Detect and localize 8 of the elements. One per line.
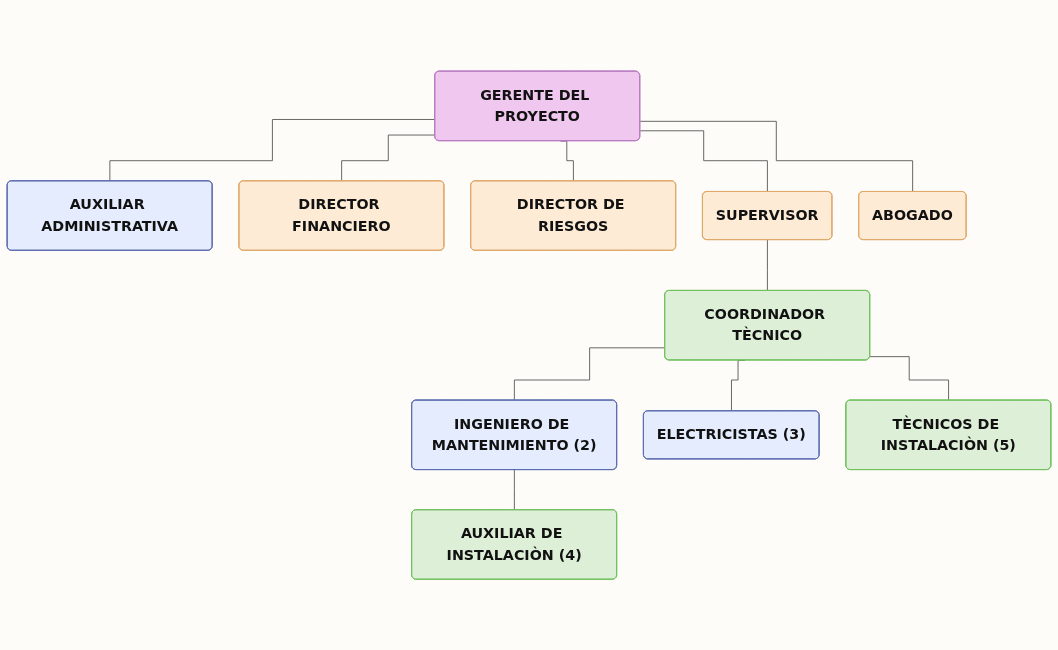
connector [639,130,769,193]
connector [639,120,914,193]
connector [869,356,950,401]
connector [513,347,666,401]
connector [341,134,436,182]
connector [513,469,516,511]
connector [109,118,436,182]
connector [766,239,769,292]
